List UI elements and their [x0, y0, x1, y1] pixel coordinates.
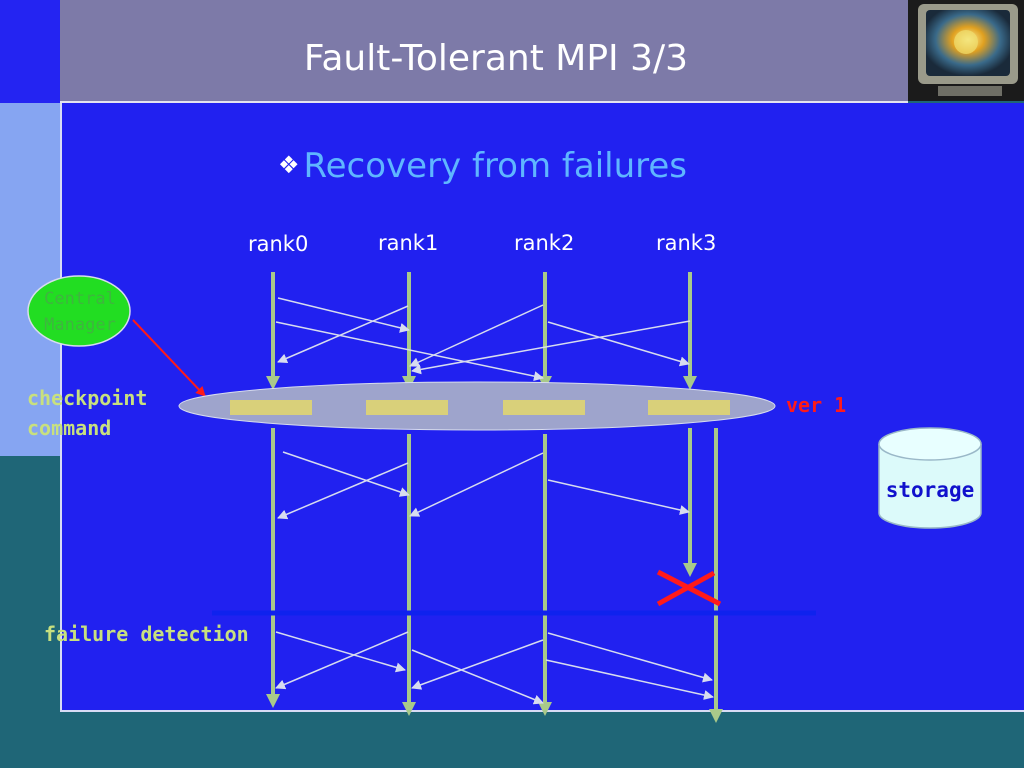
rank2-label: rank2 — [514, 231, 575, 255]
rank0-label: rank0 — [248, 232, 309, 256]
left-strip-top — [0, 0, 60, 103]
central-manager-label-line2: Manager — [44, 315, 116, 335]
checkpoint-ellipse — [178, 381, 776, 431]
slide-subtitle: ❖Recovery from failures — [278, 146, 687, 186]
central-manager-label-line1: Central — [44, 289, 116, 309]
checkpoint-label-line2: command — [27, 416, 112, 440]
title-bar — [60, 0, 908, 103]
central-manager-node — [27, 275, 131, 347]
diamond-bullet-icon: ❖ — [278, 151, 300, 179]
left-strip-middle — [0, 103, 60, 456]
checkpoint-label-line1: checkpoint — [27, 386, 148, 410]
slide-title: Fault-Tolerant MPI 3/3 — [303, 38, 689, 79]
failure-x-mark — [656, 569, 722, 607]
messages-after-recovery — [275, 631, 714, 705]
storage-label: storage — [885, 478, 975, 502]
messages-after-checkpoint — [277, 451, 690, 520]
rank3-checkpoint-block — [648, 400, 730, 415]
computer-monitor-image — [908, 0, 1024, 101]
subtitle-text: Recovery from failures — [303, 146, 688, 186]
central-manager-label: Central Manager — [26, 286, 134, 338]
rank1-label: rank1 — [378, 231, 439, 255]
process-lines-after-checkpoint — [266, 428, 723, 723]
storage-cylinder-icon — [878, 427, 982, 529]
checkpoint-blocks — [230, 400, 730, 415]
checkpoint-command-label: checkpoint command — [27, 383, 147, 443]
version-label: ver 1 — [786, 393, 847, 417]
messages-before-checkpoint — [275, 297, 691, 382]
rank2-checkpoint-block — [503, 400, 585, 415]
process-lines-before-checkpoint — [266, 272, 697, 390]
rank1-checkpoint-block — [366, 400, 448, 415]
rank0-checkpoint-block — [230, 400, 312, 415]
failure-detection-label: failure detection — [44, 622, 249, 646]
rank3-label: rank3 — [656, 231, 717, 255]
checkpoint-command-arrow — [132, 319, 206, 397]
